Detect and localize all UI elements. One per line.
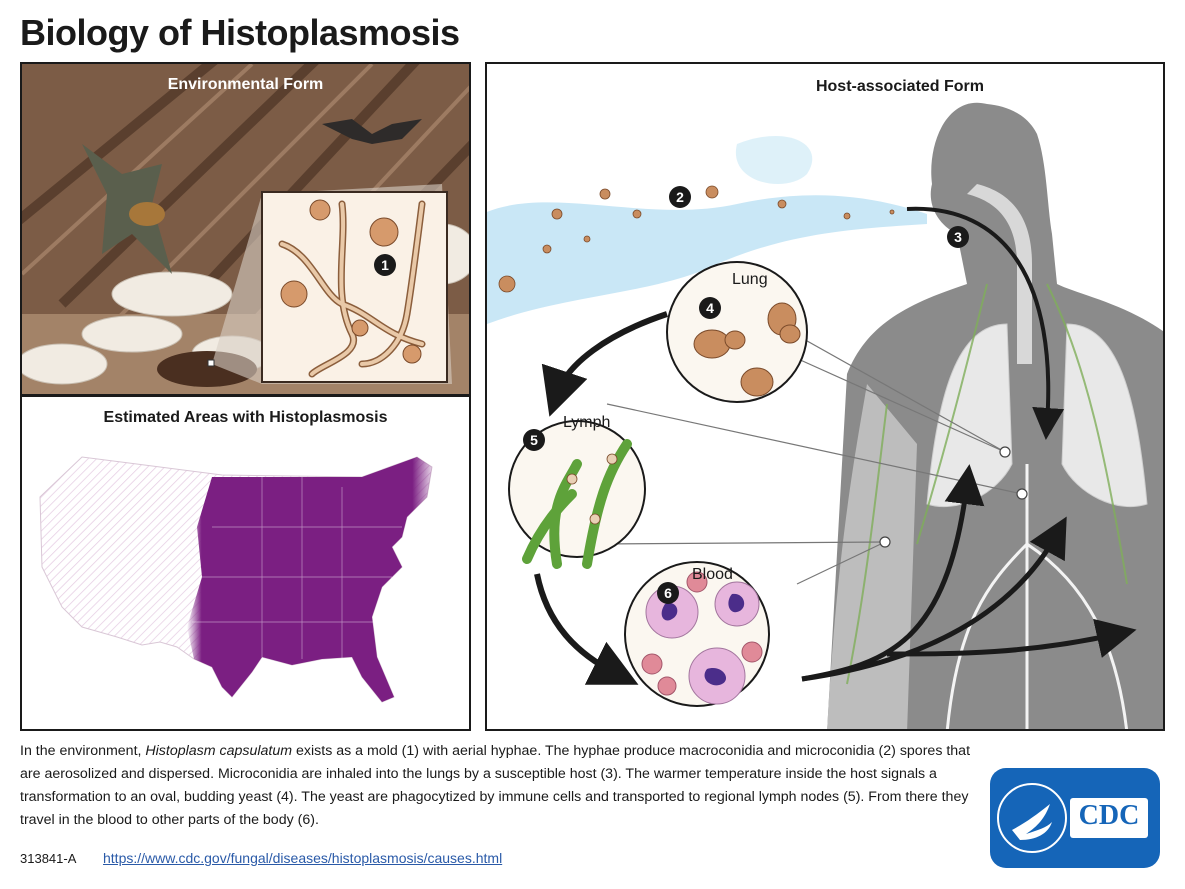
cdc-logo-text: CDC	[1078, 800, 1140, 831]
us-map	[39, 456, 433, 703]
lymph-label: Lymph	[563, 414, 611, 431]
source-link[interactable]: https://www.cdc.gov/fungal/diseases/hist…	[103, 850, 503, 866]
document-id: 313841-A	[20, 851, 77, 866]
blood-label: Blood	[692, 566, 733, 583]
page-title: Biology of Histoplasmosis	[20, 12, 460, 53]
stage-number-2: 2	[669, 186, 691, 208]
description-text: In the environment, Histoplasm capsulatu…	[20, 740, 980, 832]
environmental-form-title: Environmental Form	[167, 76, 324, 93]
stage-number-5: 5	[523, 429, 545, 451]
stage-number-6: 6	[657, 582, 679, 604]
host-form-panel: Host-associated Form 2 3 4 5 6 Lung Lymp…	[485, 62, 1165, 731]
stage-number-1: 1	[374, 254, 396, 276]
attic-illustration	[22, 64, 469, 394]
stage-number-4: 4	[699, 297, 721, 319]
organism-name: Histoplasm capsulatum	[145, 743, 293, 759]
air-plume	[487, 195, 927, 324]
environmental-form-panel: Environmental Form 1	[20, 62, 471, 396]
stage-number-3: 3	[947, 226, 969, 248]
description-part-2: exists as a mold (1) with aerial hyphae.…	[20, 743, 971, 828]
host-illustration	[487, 102, 1163, 729]
cdc-logo-box	[1070, 798, 1148, 838]
lung-label: Lung	[732, 271, 768, 288]
description-part-1: In the environment,	[20, 743, 146, 759]
host-form-title: Host-associated Form	[815, 78, 985, 95]
cdc-logo: CDC	[990, 768, 1160, 868]
hhs-eagle-icon	[997, 783, 1067, 853]
map-panel: Estimated Areas with Histoplasmosis	[20, 395, 471, 731]
map-title: Estimated Areas with Histoplasmosis	[103, 409, 388, 426]
bat-icon	[82, 144, 172, 274]
flying-bat-icon	[322, 119, 422, 144]
